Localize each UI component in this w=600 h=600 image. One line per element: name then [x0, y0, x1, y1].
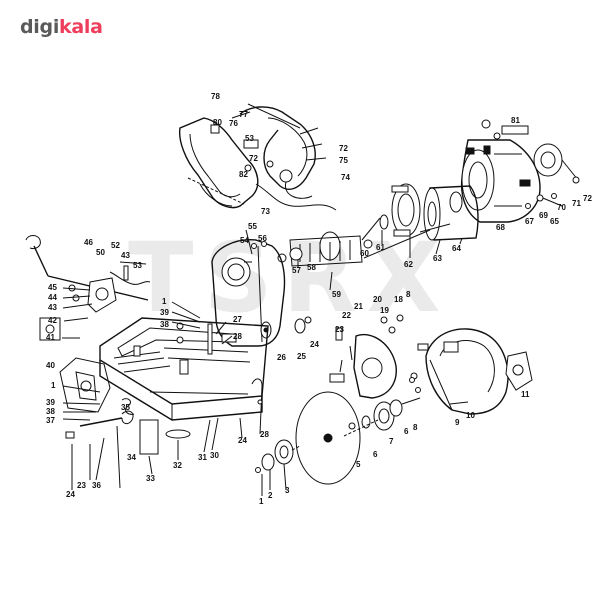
- label-74: 74: [341, 173, 350, 182]
- label-53: 53: [133, 261, 142, 270]
- label-56: 56: [258, 234, 267, 243]
- label-42: 42: [48, 316, 57, 325]
- label-50: 50: [96, 248, 105, 257]
- armature-stator: [277, 183, 479, 267]
- label-28: 28: [260, 430, 269, 439]
- label-28: 28: [233, 332, 242, 341]
- label-40: 40: [46, 361, 55, 370]
- label-57: 57: [292, 266, 301, 275]
- label-35: 35: [121, 403, 130, 412]
- label-11: 11: [521, 390, 530, 399]
- label-32: 32: [173, 461, 182, 470]
- label-68: 68: [496, 223, 505, 232]
- vise-parts: [25, 235, 237, 455]
- label-45: 45: [48, 283, 57, 292]
- label-7: 7: [389, 437, 394, 446]
- label-8: 8: [413, 423, 418, 432]
- label-5: 5: [356, 460, 361, 469]
- label-73: 73: [261, 207, 270, 216]
- label-22: 22: [342, 311, 351, 320]
- label-61: 61: [376, 243, 385, 252]
- motor-assembly: [460, 119, 580, 223]
- label-39: 39: [160, 308, 169, 317]
- label-20: 20: [373, 295, 382, 304]
- flanges-and-washers: [251, 377, 469, 473]
- label-38: 38: [46, 407, 55, 416]
- label-63: 63: [433, 254, 442, 263]
- label-24: 24: [238, 436, 247, 445]
- label-70: 70: [557, 203, 566, 212]
- label-53: 53: [245, 134, 254, 143]
- label-10: 10: [466, 411, 475, 420]
- label-19: 19: [380, 306, 389, 315]
- label-33: 33: [146, 474, 155, 483]
- label-64: 64: [452, 244, 461, 253]
- label-44: 44: [48, 293, 57, 302]
- label-21: 21: [354, 302, 363, 311]
- label-78: 78: [211, 92, 220, 101]
- blade-and-guard: [295, 314, 533, 485]
- part-labels: 78 80 77 76 53 72 82 73 72 75 74 81 68 6…: [46, 92, 592, 506]
- label-1: 1: [259, 497, 264, 506]
- label-8: 8: [406, 290, 411, 299]
- label-72: 72: [249, 154, 258, 163]
- label-76: 76: [229, 119, 238, 128]
- label-43: 43: [48, 303, 57, 312]
- label-59: 59: [332, 290, 341, 299]
- label-39: 39: [46, 398, 55, 407]
- label-23: 23: [335, 325, 344, 334]
- label-1: 1: [162, 297, 167, 306]
- label-24: 24: [310, 340, 319, 349]
- logo-part-digi: digi: [20, 16, 60, 38]
- label-3: 3: [285, 486, 290, 495]
- label-65: 65: [550, 217, 559, 226]
- label-34: 34: [127, 453, 136, 462]
- label-80: 80: [213, 118, 222, 127]
- label-77: 77: [239, 110, 248, 119]
- label-69: 69: [539, 211, 548, 220]
- logo-part-kala: kala: [59, 16, 103, 38]
- label-75: 75: [339, 156, 348, 165]
- label-46: 46: [84, 238, 93, 247]
- label-67: 67: [525, 217, 534, 226]
- label-37: 37: [46, 416, 55, 425]
- label-58: 58: [307, 263, 316, 272]
- label-6: 6: [373, 450, 378, 459]
- label-25: 25: [297, 352, 306, 361]
- label-23: 23: [77, 481, 86, 490]
- label-36: 36: [92, 481, 101, 490]
- label-27: 27: [233, 315, 242, 324]
- label-55: 55: [248, 222, 257, 231]
- label-43: 43: [121, 251, 130, 260]
- label-72: 72: [583, 194, 592, 203]
- leader-lines: [62, 230, 463, 496]
- handle-assembly: [178, 103, 337, 211]
- label-6: 6: [404, 427, 409, 436]
- label-38: 38: [160, 320, 169, 329]
- label-62: 62: [404, 260, 413, 269]
- label-1: 1: [51, 381, 56, 390]
- label-9: 9: [455, 418, 460, 427]
- label-26: 26: [277, 353, 286, 362]
- digikala-logo: digikala: [20, 16, 103, 38]
- label-18: 18: [394, 295, 403, 304]
- label-60: 60: [360, 249, 369, 258]
- label-41: 41: [46, 333, 55, 342]
- label-52: 52: [111, 241, 120, 250]
- label-24: 24: [66, 490, 75, 499]
- label-2: 2: [268, 491, 273, 500]
- label-31: 31: [198, 453, 207, 462]
- gear-housing: [211, 229, 312, 347]
- label-54: 54: [240, 236, 249, 245]
- label-72: 72: [339, 144, 348, 153]
- label-81: 81: [511, 116, 520, 125]
- label-30: 30: [210, 451, 219, 460]
- base-table: [99, 317, 269, 421]
- label-82: 82: [239, 170, 248, 179]
- label-71: 71: [572, 199, 581, 208]
